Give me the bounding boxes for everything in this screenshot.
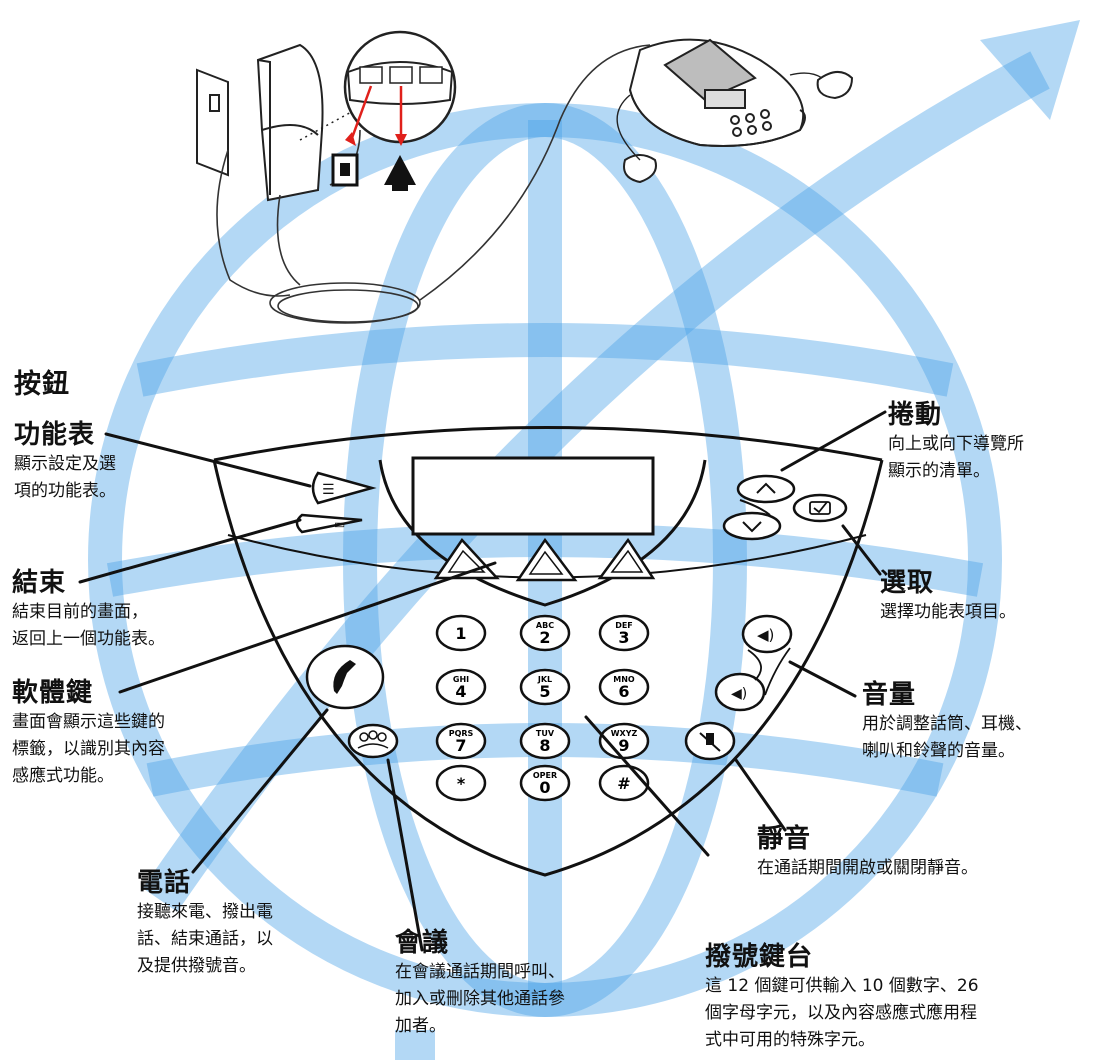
conference-phone-icon [384, 155, 416, 185]
dial-key: * [435, 764, 487, 802]
dial-key-digit: 9 [618, 736, 629, 755]
dial-key-digit: * [457, 774, 466, 793]
dial-key-letters: MNO [613, 675, 635, 684]
callout-exit-desc: 結束目前的畫面， 返回上一個功能表。 [12, 602, 165, 649]
callout-phone-title: 電話 [137, 868, 192, 898]
dial-key-digit: 3 [618, 628, 629, 647]
callout-softkeys-desc: 畫面會顯示這些鍵的 標籤，以識別其內容 感應式功能。 [12, 712, 165, 786]
callout-exit-title: 結束 [12, 568, 67, 598]
call-buttons: ◀) ◀) [305, 614, 793, 761]
callout-mute-title: 靜音 [757, 824, 812, 854]
dial-key-digit: 8 [539, 736, 550, 755]
callout-conference-title: 會議 [395, 928, 450, 958]
callout-scroll-title: 捲動 [888, 400, 943, 430]
dial-key-letters: JKL [537, 675, 552, 684]
connector-magnifier [299, 30, 457, 191]
dial-key: 1 [435, 614, 487, 652]
callout-dialpad: 撥號鍵台 這 12 個鍵可供輸入 10 個數字、26 個字母字元，以及內容感應式… [705, 936, 979, 1054]
svg-text:▭: ▭ [334, 517, 345, 531]
callout-dialpad-title: 撥號鍵台 [705, 942, 814, 972]
callout-softkeys: 軟體鍵 畫面會顯示這些鍵的 標籤，以識別其內容 感應式功能。 [12, 672, 165, 790]
callout-select: 選取 選擇功能表項目。 [880, 562, 1016, 626]
callout-volume-title: 音量 [862, 680, 917, 710]
conference-phone-illustration [616, 38, 854, 184]
callout-mute-desc: 在通話期間開啟或關閉靜音。 [757, 858, 978, 878]
wall-outlet-illustration [196, 43, 324, 202]
globe-base [395, 1030, 435, 1060]
svg-text:☰: ☰ [322, 482, 335, 498]
globe-arrowhead [980, 20, 1080, 120]
nav-buttons [722, 474, 848, 541]
callout-volume: 音量 用於調整話筒、耳機、 喇叭和鈴聲的音量。 [862, 674, 1032, 765]
callout-dialpad-desc: 這 12 個鍵可供輸入 10 個數字、26 個字母字元，以及內容感應式應用程 式… [705, 976, 979, 1050]
callout-menu-title: 功能表 [14, 420, 96, 450]
callout-scroll: 捲動 向上或向下導覽所 顯示的清單。 [888, 394, 1024, 485]
menu-exit-buttons: ☰ ▭ [295, 471, 377, 534]
dial-key-letters: PQRS [449, 729, 474, 738]
dial-key-letters: GHI [453, 675, 469, 684]
callout-menu: 功能表 顯示設定及選 項的功能表。 [14, 414, 116, 505]
lcd-display [411, 456, 655, 536]
dial-key-digit: 6 [618, 682, 629, 701]
callout-select-desc: 選擇功能表項目。 [880, 602, 1016, 622]
dial-key-digit: 7 [455, 736, 466, 755]
dial-key-letters: OPER [533, 771, 557, 780]
dial-key-digit: 4 [455, 682, 466, 701]
callout-volume-desc: 用於調整話筒、耳機、 喇叭和鈴聲的音量。 [862, 714, 1032, 761]
callout-lines [78, 410, 887, 952]
callout-conference-desc: 在會議通話期間呼叫、 加入或刪除其他通話參 加者。 [395, 962, 565, 1036]
heading-buttons: 按鈕 [14, 369, 70, 400]
dial-key-digit: # [617, 774, 630, 793]
dial-key-digit: 0 [539, 778, 550, 797]
dial-key-digit: 5 [539, 682, 550, 701]
dial-key-letters: ABC [536, 621, 554, 630]
callout-conference: 會議 在會議通話期間呼叫、 加入或刪除其他通話參 加者。 [395, 922, 565, 1040]
dial-key-digit: 2 [539, 628, 550, 647]
callout-softkeys-title: 軟體鍵 [12, 678, 94, 708]
callout-mute: 靜音 在通話期間開啟或關閉靜音。 [757, 818, 978, 882]
callout-scroll-desc: 向上或向下導覽所 顯示的清單。 [888, 434, 1024, 481]
dial-key-digit: 1 [455, 624, 466, 643]
callout-exit: 結束 結束目前的畫面， 返回上一個功能表。 [12, 562, 165, 653]
callout-phone: 電話 接聽來電、撥出電 話、結束通話，以 及提供撥號音。 [137, 862, 273, 980]
dial-key: # [598, 764, 650, 802]
dial-key-letters: DEF [615, 621, 633, 630]
svg-text:◀): ◀) [731, 686, 747, 702]
svg-text:◀): ◀) [757, 626, 774, 644]
callout-phone-desc: 接聽來電、撥出電 話、結束通話，以 及提供撥號音。 [137, 902, 273, 976]
callout-menu-desc: 顯示設定及選 項的功能表。 [14, 454, 116, 501]
dial-key-letters: WXYZ [611, 729, 638, 738]
cables [216, 44, 651, 324]
callout-select-title: 選取 [880, 568, 935, 598]
dial-key-letters: TUV [536, 729, 555, 738]
